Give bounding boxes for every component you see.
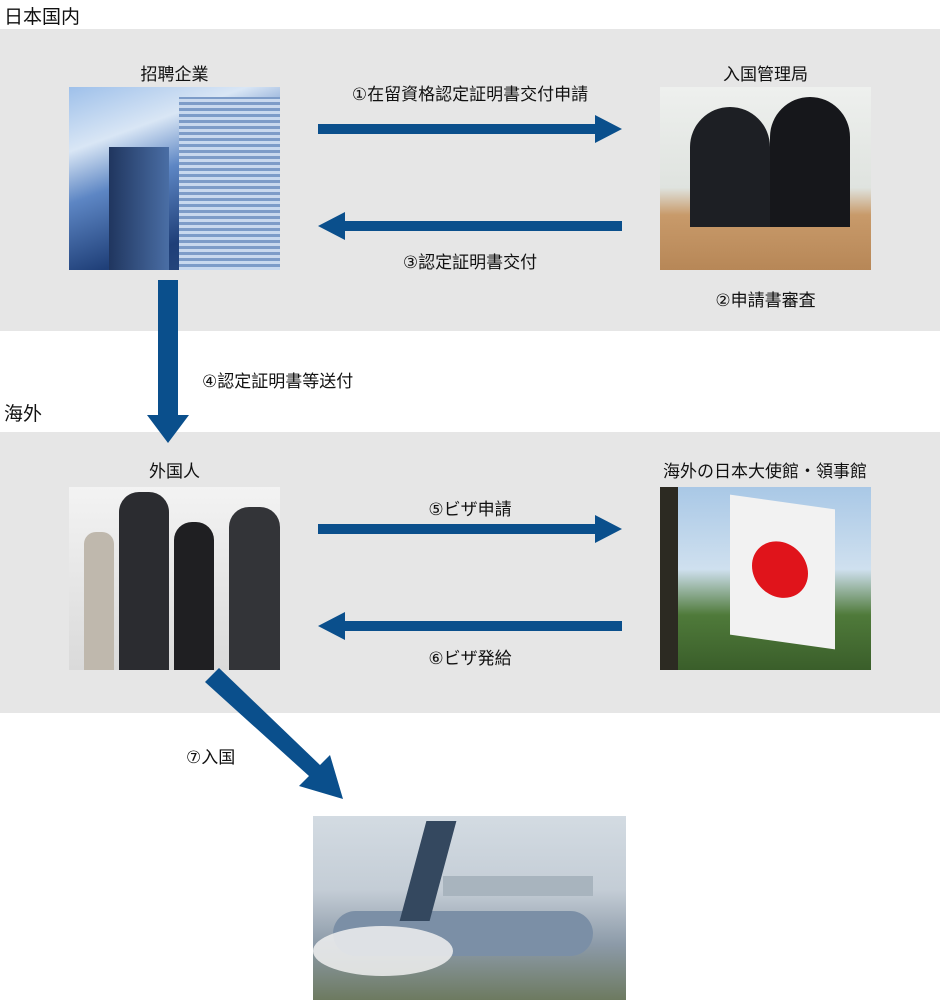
step-1-label: ①在留資格認定証明書交付申請	[351, 85, 589, 105]
foreigner-label: 外国人	[149, 462, 200, 482]
company-label: 招聘企業	[140, 65, 209, 85]
immigration-label: 入国管理局	[723, 65, 808, 85]
arrow-left-6	[318, 612, 622, 640]
step-7-label: ⑦入国	[186, 748, 236, 768]
step-3-label: ③認定証明書交付	[402, 253, 538, 273]
embassy-label: 海外の日本大使館・領事館	[663, 462, 867, 482]
arrow-down-4	[147, 280, 189, 443]
arrow-right-5	[318, 515, 622, 543]
arrow-diagonal-7	[205, 668, 343, 799]
japan-flag-image	[660, 487, 871, 670]
arrow-right-1	[318, 115, 622, 143]
region-domestic-label: 日本国内	[4, 6, 81, 28]
step-4-label: ④認定証明書等送付	[202, 372, 354, 392]
step-5-label: ⑤ビザ申請	[428, 500, 512, 520]
airplane-image	[313, 816, 626, 1000]
region-overseas-label: 海外	[4, 403, 43, 425]
step-6-label: ⑥ビザ発給	[428, 649, 512, 669]
foreign-nationals-image	[69, 487, 280, 670]
immigration-office-image	[660, 87, 871, 270]
step-2-label: ②申請書審査	[715, 291, 816, 311]
arrow-left-3	[318, 212, 622, 240]
company-building-image	[69, 87, 280, 270]
